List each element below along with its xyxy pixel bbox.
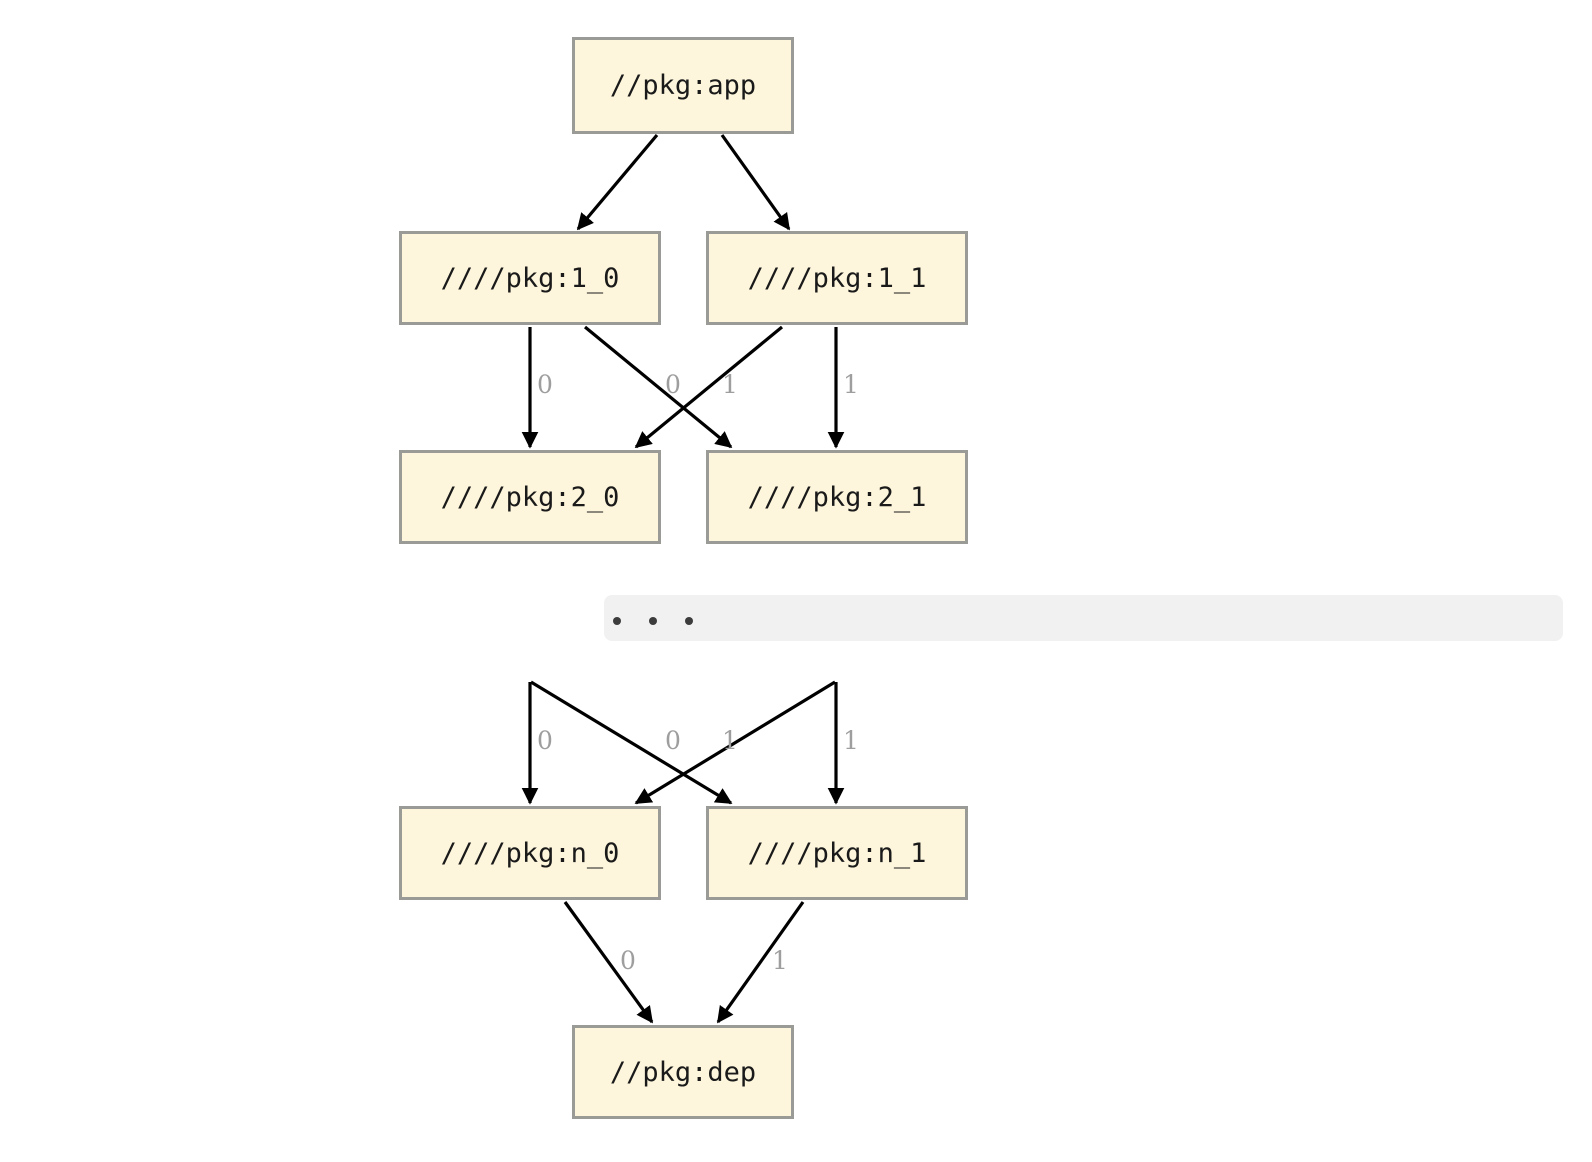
graph-node-l2_1[interactable]: ////pkg:2_1: [706, 450, 968, 544]
ellipsis-dot: [613, 617, 621, 625]
edge-label: 0: [537, 370, 553, 399]
graph-edge-app-to-l1_0: [576, 133, 659, 231]
graph-edge-src-to-ln_1: [530, 680, 733, 805]
graph-node-label: ////pkg:1_1: [747, 262, 927, 294]
graph-node-ln_0[interactable]: ////pkg:n_0: [399, 806, 661, 900]
graph-node-l1_1[interactable]: ////pkg:1_1: [706, 231, 968, 325]
ellipsis-dot: [685, 617, 693, 625]
graph-edge-l1_1-to-l2_0: [634, 325, 784, 449]
graph-node-label: ////pkg:2_1: [747, 481, 927, 513]
edge-label: 0: [620, 946, 636, 975]
edge-label: 1: [722, 370, 738, 399]
graph-node-label: ////pkg:n_0: [440, 837, 620, 869]
graph-node-label: ////pkg:1_0: [440, 262, 620, 294]
edge-paths: [521, 133, 845, 1024]
graph-edge-ln_0-to-dep: [563, 901, 654, 1024]
graph-node-ln_1[interactable]: ////pkg:n_1: [706, 806, 968, 900]
graph-edge-l1_0-to-l2_1: [583, 325, 733, 449]
graph-node-label: ////pkg:n_1: [747, 837, 927, 869]
graph-node-app[interactable]: //pkg:app: [572, 37, 794, 134]
ellipsis-dot: [649, 617, 657, 625]
edge-label: 0: [665, 370, 681, 399]
graph-node-label: //pkg:app: [609, 70, 757, 101]
graph-node-label: //pkg:dep: [609, 1056, 757, 1088]
graph-edge-src-to-ln_0: [634, 680, 836, 805]
edge-label: 0: [537, 726, 553, 755]
edge-label: 1: [772, 946, 788, 975]
edge-label: 1: [843, 726, 859, 755]
edge-label: 1: [722, 726, 738, 755]
edge-label: 1: [843, 370, 859, 399]
graph-node-l1_0[interactable]: ////pkg:1_0: [399, 231, 661, 325]
graph-edge-ln_1-to-dep: [716, 901, 805, 1024]
graph-node-dep[interactable]: //pkg:dep: [572, 1025, 794, 1119]
graph-edge-app-to-l1_1: [720, 134, 791, 231]
graph-node-l2_0[interactable]: ////pkg:2_0: [399, 450, 661, 544]
edge-label: 0: [665, 726, 681, 755]
graph-node-label: ////pkg:2_0: [440, 481, 620, 513]
ellipsis-banner: [604, 595, 1563, 641]
